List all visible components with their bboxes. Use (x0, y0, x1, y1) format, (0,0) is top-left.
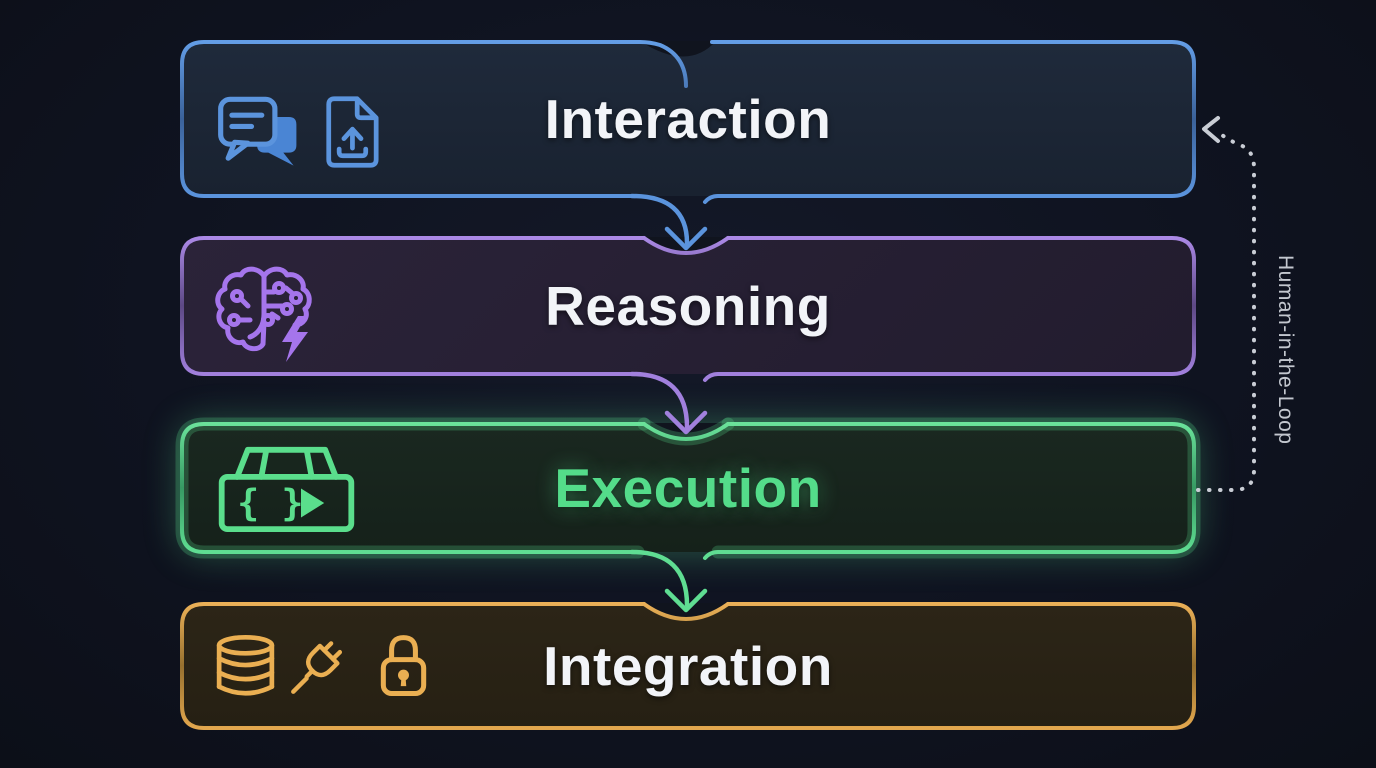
braces-glyph: { } (237, 482, 303, 525)
file-upload-icon (326, 96, 379, 168)
database-icon (216, 634, 275, 696)
human-in-the-loop-label: Human-in-the-Loop (1274, 255, 1297, 445)
code-sandbox-icon: { } (218, 446, 355, 533)
layer-title-interaction: Interaction (544, 88, 832, 150)
lock-icon (380, 635, 427, 697)
layer-title-integration: Integration (543, 635, 833, 697)
layer-title-execution: Execution (554, 457, 822, 519)
human-in-the-loop-path (1196, 116, 1256, 492)
chat-bubbles-icon (218, 96, 297, 166)
play-icon (301, 488, 325, 518)
layer-title-reasoning: Reasoning (545, 275, 831, 337)
brain-circuit-icon (215, 266, 312, 362)
loop-arrowhead-icon (1202, 116, 1220, 143)
keyhole (398, 669, 409, 687)
lightning-icon (282, 316, 308, 362)
plug-icon (291, 641, 343, 694)
arrow-execution-to-integration (629, 549, 708, 613)
